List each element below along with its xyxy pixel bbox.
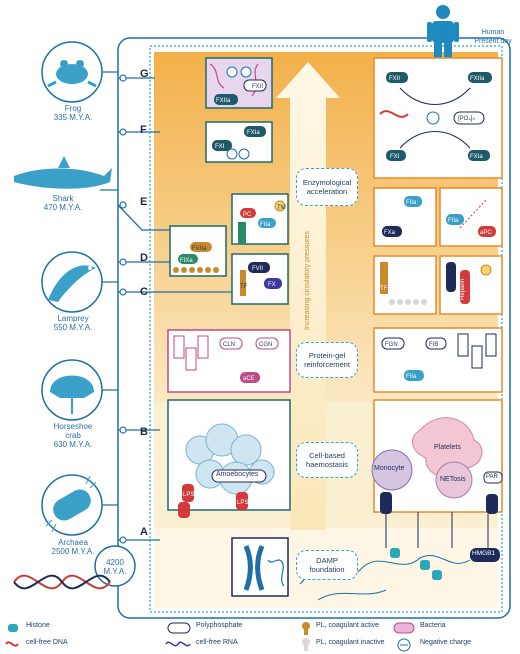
fiia-label-r2: FIIa (448, 218, 459, 224)
letter-d: D (140, 252, 148, 264)
fxiia-label-r: FXIIa (470, 76, 485, 82)
frog-label: Frog 335 M.Y.A. (38, 104, 108, 122)
pl-active-icon (302, 622, 310, 635)
cln-label: CLN (223, 342, 235, 348)
monocyte-cell (371, 449, 413, 491)
fgn-label: FGN (385, 342, 398, 348)
letter-g: G (140, 68, 149, 80)
frog-name: Frog (64, 104, 82, 113)
netosis-cell (435, 461, 473, 499)
letter-c: C (140, 286, 148, 298)
frog-age: 335 M.Y.A. (53, 113, 93, 122)
cgn-label: CGN (259, 342, 272, 348)
fxii-label-g: FXII (252, 84, 263, 90)
legend-cf-rna: cell-free RNA (196, 639, 238, 646)
pc-label: PC (243, 212, 252, 218)
hmgb1-badge (470, 548, 500, 562)
panel-fxa-fiia (373, 187, 437, 247)
legend-pl-inactive: PL, coagulant inactive (316, 639, 385, 646)
human-figure (427, 5, 459, 64)
horseshoe-crab-label: Horseshoe crab 630 M.Y.A. (38, 422, 108, 449)
letter-a: A (140, 526, 148, 538)
fxiia-label-g: FXIIa (216, 98, 231, 104)
letter-f: F (140, 124, 147, 136)
platelets-label: Platelets (434, 444, 461, 451)
dna-age-line1: 4200 (106, 558, 124, 567)
heparin-label: Heparin (460, 279, 466, 300)
shark-age: 470 M.Y.A. (43, 203, 83, 212)
dna-helix (13, 574, 111, 590)
par-label: PAR (486, 474, 498, 480)
letter-b: B (140, 426, 148, 438)
tm-label-e: TM (277, 205, 286, 211)
po4-label-r: [PO₄]ₙ (458, 116, 475, 122)
lamprey-name: Lamprey (57, 314, 89, 323)
lps-label-2: LPS (237, 500, 248, 506)
human-label: Human Present day (468, 28, 518, 46)
archaea-name: Archaea (58, 538, 88, 547)
legend-pl-active: PL, coagulant active (316, 622, 380, 629)
legend-cf-dna: cell-free DNA (26, 639, 68, 646)
outer-frame (117, 37, 511, 619)
tf-label-c: TF (240, 284, 248, 290)
pl-inactive-icon (302, 638, 310, 651)
histone-icon (8, 624, 18, 632)
mech-damp: DAMP foundation (296, 550, 358, 580)
lps-label-1: LPS (183, 492, 194, 498)
negative-charge-icon (397, 638, 411, 652)
fixa-label: FIXa (180, 258, 193, 264)
shark-name: Shark (52, 194, 74, 203)
netosis-label: NETosis (440, 476, 466, 483)
fvii-label: FVII (252, 266, 263, 272)
fxa-label-r: FXa (384, 230, 396, 236)
horseshoe-name: Horseshoe (53, 422, 93, 431)
apc-label: aPC (480, 230, 492, 236)
fxii-label-r: FXII (389, 76, 400, 82)
polyphosphate-icon (167, 622, 191, 634)
cf-rna-icon (165, 641, 191, 647)
legend-icons (5, 622, 415, 652)
fxia-label-f: FXIa (247, 130, 260, 136)
mech-protein-gel: Protein-gel reinforcement (296, 342, 358, 378)
fxi-label-f: FXI (215, 144, 225, 150)
human-label-line1: Human (481, 29, 505, 36)
pressure-arrow-label: Increasing circulatory pressures (304, 231, 311, 330)
mech-enzymological: Enzymological acceleration (296, 168, 358, 206)
legend-polyphosphate: Polyphosphate (196, 622, 243, 629)
hmgb1-label: HMGB1 (472, 550, 496, 557)
legend-bacteria: Bacteria (420, 622, 446, 629)
dna-age-label: 4200 M.Y.A. (80, 558, 150, 576)
lamprey-age: 550 M.Y.A. (53, 323, 93, 332)
legend-histone: Histone (26, 622, 50, 629)
archaea-label: Archaea 2500 M.Y.A. (38, 538, 108, 556)
fib-label: FIB (429, 342, 438, 348)
mech-cell-based: Cell-based haemostasis (296, 442, 358, 478)
ace-label: aCE (243, 376, 255, 382)
cf-dna-icon (5, 641, 19, 647)
horseshoe-age: 630 M.Y.A. (53, 440, 93, 449)
monocyte-label: Monocyte (374, 465, 405, 472)
fiia-label-gel: FIIa (406, 374, 417, 380)
letter-e: E (140, 196, 148, 208)
fiia-label-r1: FIIa (406, 200, 417, 206)
fiia-label-e: FIIa (260, 222, 271, 228)
fviia-label: FVIIa (192, 246, 207, 252)
fxia-label-r: FXIa (470, 154, 483, 160)
legend-negative-charge: Negative charge (420, 639, 471, 646)
horseshoe-name2: crab (65, 431, 81, 440)
fxi-label-r: FXI (390, 154, 400, 160)
tf-label-r: TF (380, 286, 388, 292)
archaea-age: 2500 M.Y.A. (51, 547, 95, 556)
shark-label: Shark 470 M.Y.A. (28, 194, 98, 212)
human-label-line2: Present day (474, 38, 512, 45)
fx-label: FX (268, 282, 276, 288)
dna-age-line2: M.Y.A. (103, 567, 127, 576)
amoebocytes-label: Amoebocytes (216, 471, 259, 478)
lamprey-label: Lamprey 550 M.Y.A. (38, 314, 108, 332)
shark-shape (14, 168, 112, 189)
bacteria-icon (393, 622, 415, 634)
